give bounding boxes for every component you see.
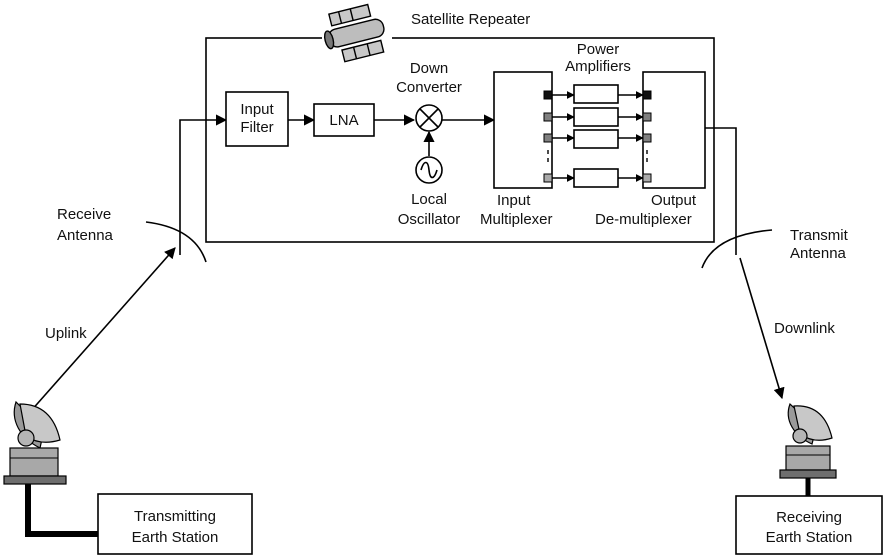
lna-label: LNA [329,112,358,129]
transmit-feed-cable [25,484,98,537]
receive-antenna-label-1: Receive [57,206,111,223]
power-amplifier [573,107,619,127]
down-converter-label-2: Converter [396,79,462,96]
power-amplifiers-label-2: Amplifiers [565,58,631,75]
output-demultiplexer-label-2: De-multiplexer [595,211,692,228]
repeater-title: Satellite Repeater [411,11,530,28]
transmitting-station-label-1: Transmitting [134,508,216,525]
input-multiplexer-label-2: Multiplexer [480,211,553,228]
receive-antenna-label-2: Antenna [57,227,114,244]
receive-antenna-icon [145,221,207,263]
transmit-antenna-icon [701,229,773,269]
repeater-enclosure [205,37,715,243]
input-filter-block [225,91,289,147]
lna-block [313,103,375,137]
receiving-dish-icon [779,402,837,479]
oscillator-icon [415,156,443,184]
transmit-antenna-label-1: Transmit [790,227,849,244]
downlink-arrow [739,257,785,400]
amplifier-channels [543,84,652,188]
down-converter-label-1: Down [410,60,448,77]
transmit-antenna-label-2: Antenna [790,245,847,262]
transmitting-station-box [97,493,253,555]
local-oscillator-label-1: Local [411,191,447,208]
input-filter-label-1: Input [240,101,274,118]
transmitting-station-label-2: Earth Station [132,529,219,546]
input-multiplexer-block [493,71,553,189]
downlink-label: Downlink [774,320,835,337]
transmitting-dish-icon [3,400,67,485]
power-amplifier [573,129,619,149]
output-demultiplexer-block [642,71,706,189]
satellite-icon [322,3,392,64]
local-oscillator-label-2: Oscillator [398,211,461,228]
power-amplifier [573,168,619,188]
receiving-station-box [735,495,883,555]
receiving-station-label-1: Receiving [776,509,842,526]
receiving-station-label-2: Earth Station [766,529,853,546]
input-multiplexer-label-1: Input [497,192,531,209]
power-amplifier [573,84,619,104]
mixer-icon [415,104,443,132]
uplink-arrow [29,247,176,413]
power-amplifiers-label-1: Power [577,41,620,58]
uplink-label: Uplink [45,325,87,342]
input-filter-label-2: Filter [240,119,273,136]
output-demultiplexer-label-1: Output [651,192,697,209]
